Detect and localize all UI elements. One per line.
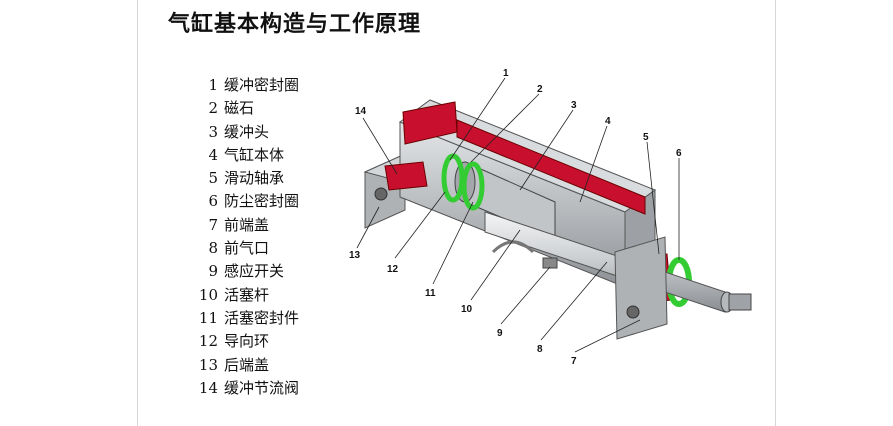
leader-lines — [356, 77, 680, 353]
right-frame-line — [775, 0, 776, 426]
sensor-switch — [491, 240, 558, 269]
callout-14: 14 — [355, 106, 367, 117]
callout-5: 5 — [643, 132, 649, 143]
callout-11: 11 — [425, 288, 436, 299]
callout-7: 7 — [571, 356, 577, 367]
callout-1: 1 — [503, 68, 509, 79]
page-title: 气缸基本构造与工作原理 — [168, 12, 422, 37]
callout-9: 9 — [497, 328, 503, 339]
callout-numbers: 1 2 3 4 5 6 7 8 9 10 11 12 13 14 — [349, 68, 682, 367]
callout-2: 2 — [537, 84, 543, 95]
cylinder-cutaway-diagram: 1 2 3 4 5 6 7 8 9 10 11 12 13 14 — [349, 68, 752, 367]
left-frame-line — [137, 0, 138, 426]
callout-4: 4 — [605, 116, 611, 127]
callout-12: 12 — [387, 264, 399, 275]
callout-6: 6 — [676, 148, 682, 159]
callout-8: 8 — [537, 344, 543, 355]
callout-13: 13 — [349, 250, 361, 261]
front-end-cap — [614, 236, 668, 340]
callout-3: 3 — [571, 100, 577, 111]
callout-10: 10 — [461, 304, 473, 315]
